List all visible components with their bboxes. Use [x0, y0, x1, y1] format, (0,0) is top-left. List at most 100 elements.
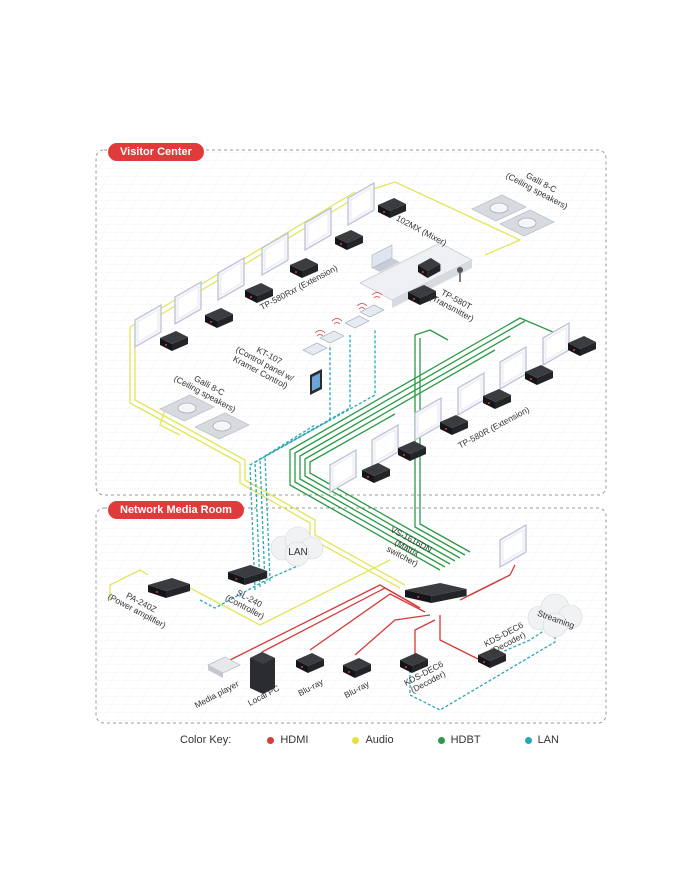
status-led [348, 671, 350, 673]
color-key-audio: Audio [352, 734, 394, 746]
box-top [160, 331, 188, 344]
wireless-tablet-2 [319, 330, 345, 344]
audio-cable [109, 569, 149, 600]
visitor-center-title: Visitor Center [108, 143, 204, 161]
box-right [495, 395, 511, 409]
lan-cable [264, 424, 316, 582]
status-led [156, 591, 158, 593]
box-right [302, 264, 318, 278]
status-led [413, 298, 415, 300]
audio-dot [352, 736, 360, 744]
hdbt-cable [309, 413, 461, 559]
box-right [537, 371, 553, 385]
box-top [245, 283, 273, 296]
color-key-hdmi-label: HDMI [280, 734, 309, 746]
box-right [420, 291, 436, 305]
box-right [217, 314, 233, 328]
galli-top-speaker-2 [499, 209, 555, 237]
box-top [362, 463, 390, 476]
display-glass [220, 262, 242, 296]
box-top [335, 230, 363, 243]
media-player-side [208, 665, 223, 678]
status-led [421, 271, 424, 273]
box-top [378, 198, 406, 211]
display-glass [417, 402, 439, 436]
box-right [412, 659, 428, 673]
speaker-grille [212, 420, 232, 432]
kds-dec6-decoder-left [400, 653, 428, 673]
status-led [445, 428, 447, 430]
tp-580r-receiver-6 [568, 336, 596, 356]
box-right [427, 264, 441, 278]
display-top-5 [304, 206, 332, 252]
vs-1616dn-matrix-switcher [405, 583, 467, 603]
wireless-tablet-4 [359, 304, 385, 318]
cloud-lobe [542, 612, 568, 638]
label-lan-line: LAN [288, 547, 307, 558]
lan-cloud-icon [270, 526, 324, 567]
tp-580rxr-receiver-4 [290, 258, 318, 278]
network-media-room-title: Network Media Room [108, 501, 244, 519]
status-led [403, 454, 405, 456]
color-key-hdbt-label: HDBT [450, 734, 481, 746]
display-network-room [499, 523, 527, 569]
display-glass [545, 327, 567, 361]
box-right [374, 469, 390, 483]
status-led [340, 243, 342, 245]
lan-dot [524, 736, 532, 744]
box-right [452, 421, 468, 435]
box-top [525, 365, 553, 378]
102mx-mixer [418, 258, 441, 278]
box-top [296, 653, 324, 666]
hdbt-cable [414, 329, 466, 556]
wireless-tablet-3 [344, 315, 370, 329]
media-player [207, 656, 241, 674]
tp-580r-receiver-5 [525, 365, 553, 385]
status-led [250, 296, 252, 298]
hdbt-cable [289, 317, 561, 571]
box-right [244, 571, 268, 585]
status-led [235, 578, 238, 580]
pa-240z-power-amplifier [148, 578, 190, 598]
status-led [301, 666, 303, 668]
audio-cable [159, 409, 181, 436]
hdbt-dot [437, 736, 445, 744]
box-top [440, 415, 468, 428]
display-top-1 [134, 303, 162, 349]
display-glass [264, 237, 286, 271]
box-top [205, 308, 233, 321]
devices [134, 181, 596, 694]
microphone-icon [457, 267, 463, 273]
status-led [383, 211, 385, 213]
box-top [148, 578, 190, 591]
display-right-1 [329, 448, 357, 494]
box-right [355, 664, 371, 678]
box-top [405, 583, 467, 596]
display-top-6 [347, 181, 375, 227]
tp-580r-receiver-2 [398, 441, 426, 461]
status-led [573, 349, 575, 351]
hdbt-cable [294, 320, 526, 568]
display-glass [502, 529, 524, 563]
local-pc [250, 652, 275, 694]
sl-240-controller [228, 565, 268, 585]
tp-580r-receiver-3 [440, 415, 468, 435]
color-key-audio-label: Audio [365, 734, 394, 746]
box-right [308, 659, 324, 673]
hdmi-cable [354, 614, 431, 656]
speaker-grille [489, 202, 509, 214]
tp-580rxr-receiver-1 [160, 331, 188, 351]
color-key-lan: LAN [524, 734, 559, 746]
color-key: Color Key: HDMI Audio HDBT LAN [180, 731, 603, 749]
lan-cable [199, 564, 301, 609]
tp-580rxr-receiver-5 [335, 230, 363, 250]
display-glass [137, 309, 159, 343]
wifi-icon [314, 330, 326, 337]
display-glass [307, 212, 329, 246]
box-right [257, 289, 273, 303]
tp-580r-receiver-4 [483, 389, 511, 409]
display-right-5 [499, 345, 527, 391]
display-glass [332, 454, 354, 488]
laptop-base [372, 258, 400, 272]
